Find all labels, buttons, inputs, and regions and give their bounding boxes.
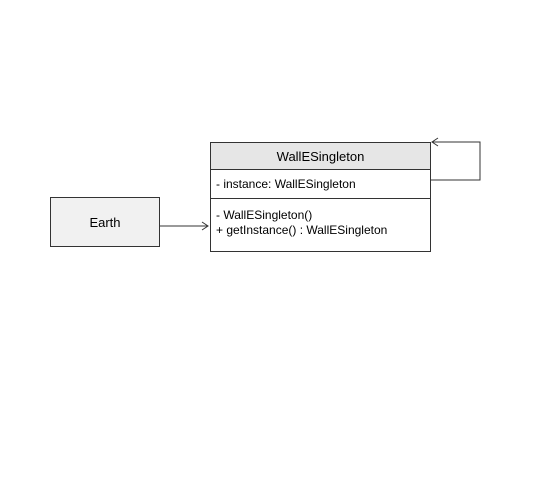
walle-singleton-class[interactable]: WallESingleton - instance: WallESingleto… bbox=[210, 142, 431, 252]
class-name: WallESingleton bbox=[276, 148, 365, 164]
association-arrowhead-icon bbox=[201, 221, 209, 231]
class-attribute: - instance: WallESingleton bbox=[216, 177, 356, 191]
class-attributes-section: - instance: WallESingleton bbox=[211, 170, 430, 199]
class-header: WallESingleton bbox=[211, 143, 430, 170]
self-association-arrowhead-icon bbox=[431, 137, 439, 147]
class-method: + getInstance() : WallESingleton bbox=[216, 223, 388, 237]
class-methods-section: - WallESingleton() + getInstance() : Wal… bbox=[211, 199, 430, 238]
earth-label: Earth bbox=[89, 214, 121, 230]
singleton-self-association bbox=[430, 137, 481, 181]
class-method: - WallESingleton() bbox=[216, 208, 313, 222]
earth-to-singleton-association bbox=[158, 221, 209, 231]
earth-node[interactable]: Earth bbox=[50, 197, 160, 247]
